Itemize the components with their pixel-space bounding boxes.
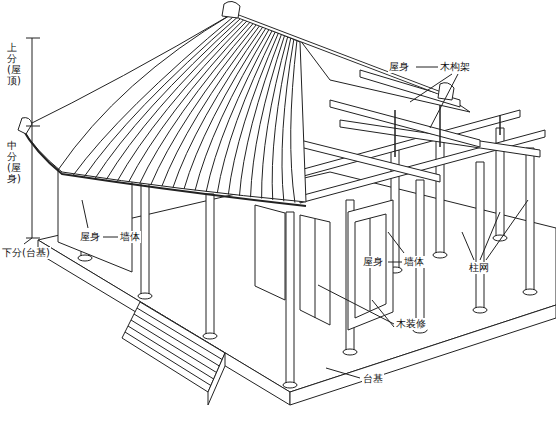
beam xyxy=(300,140,440,182)
beam xyxy=(360,70,460,107)
beam xyxy=(440,105,441,147)
tile-row xyxy=(162,25,260,186)
tile-row xyxy=(251,36,285,198)
eave xyxy=(22,128,306,206)
tile-row xyxy=(272,38,291,200)
step-edge xyxy=(131,320,217,373)
step-edge xyxy=(125,332,211,386)
roof-tiles xyxy=(73,15,297,202)
part-label: 墙体 xyxy=(119,231,141,243)
step-edge xyxy=(128,326,214,379)
door-panel xyxy=(355,214,386,318)
beam xyxy=(500,115,501,135)
division-bracket xyxy=(24,38,40,244)
column xyxy=(141,180,149,296)
tile-row xyxy=(228,33,278,194)
part-label: 木装修 xyxy=(395,318,427,330)
tile-row xyxy=(291,41,297,203)
part-label: 木构架 xyxy=(439,61,471,73)
tile-row xyxy=(217,32,275,193)
part-label: 屋身 xyxy=(388,61,410,73)
hip-line xyxy=(58,14,232,170)
column xyxy=(286,212,294,385)
column-base xyxy=(283,382,297,388)
division-label: 下分(台基) xyxy=(1,247,51,259)
door-frame xyxy=(300,215,330,325)
platform-face xyxy=(38,240,290,405)
timber-frame xyxy=(300,70,545,203)
ridge-ornament xyxy=(222,1,240,18)
door-line xyxy=(315,219,316,318)
column-base xyxy=(523,289,537,295)
part-label: 屋身 xyxy=(79,231,101,243)
ridge-inner xyxy=(232,14,445,95)
tile-row xyxy=(239,34,281,195)
column xyxy=(526,148,534,292)
division-label: 上分(屋顶) xyxy=(6,42,18,86)
division-label: 中分(屋身) xyxy=(6,140,18,184)
column-base xyxy=(433,252,447,258)
column-base xyxy=(138,293,152,299)
tile-row xyxy=(195,29,269,190)
part-label: 台基 xyxy=(362,373,384,385)
part-label: 屋身 xyxy=(362,256,384,268)
part-label: 墙体 xyxy=(403,256,425,268)
beam xyxy=(330,100,480,147)
leader-lines xyxy=(82,67,528,378)
wall-right xyxy=(348,200,393,330)
column-base xyxy=(343,349,357,355)
ridge xyxy=(232,14,445,95)
tile-row xyxy=(184,28,266,189)
beam xyxy=(395,110,396,157)
column-base xyxy=(78,255,92,261)
column-base xyxy=(473,307,487,313)
part-label: 柱网 xyxy=(468,262,490,274)
column xyxy=(206,194,214,336)
window-frame xyxy=(255,205,285,300)
column xyxy=(416,180,424,330)
column-base xyxy=(203,333,217,339)
column xyxy=(476,162,484,310)
